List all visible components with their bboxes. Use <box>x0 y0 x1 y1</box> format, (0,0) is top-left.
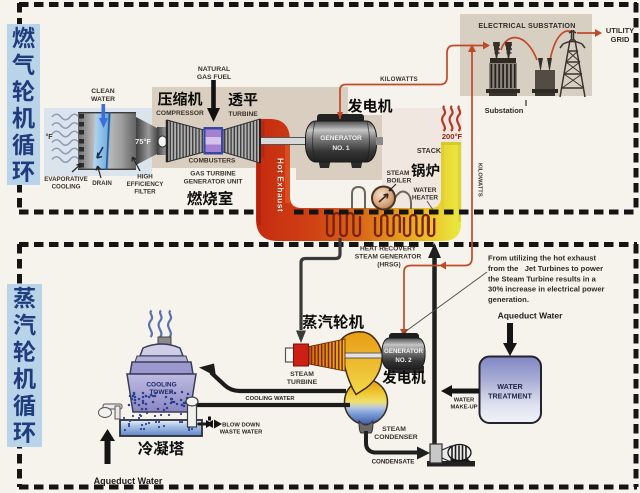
svg-text:WATER: WATER <box>497 382 523 391</box>
svg-text:TOWER: TOWER <box>149 389 173 396</box>
svg-text:KILOWATTS: KILOWATTS <box>380 76 418 83</box>
svg-text:NATURAL: NATURAL <box>198 66 230 73</box>
svg-text:WATER: WATER <box>91 96 115 103</box>
svg-text:COMPRESSOR: COMPRESSOR <box>156 110 204 117</box>
svg-text:Aqueduct Water: Aqueduct Water <box>94 476 163 486</box>
svg-text:WATER: WATER <box>414 187 437 194</box>
svg-text:BLOW DOWN: BLOW DOWN <box>222 423 260 429</box>
svg-text:WATER: WATER <box>454 398 475 404</box>
svg-text:TREATMENT: TREATMENT <box>488 392 532 401</box>
svg-text:the Steam Turbine results in a: the Steam Turbine results in a <box>488 274 597 283</box>
svg-text:Substation: Substation <box>485 106 524 115</box>
svg-text:GRID: GRID <box>611 35 630 44</box>
svg-text:GENERATOR: GENERATOR <box>320 135 362 142</box>
svg-text:GENERATOR: GENERATOR <box>384 348 423 355</box>
svg-text:EFFICIENCY: EFFICIENCY <box>127 181 165 188</box>
svg-text:°F: °F <box>45 133 53 141</box>
svg-text:CONDENSATE: CONDENSATE <box>372 459 415 466</box>
svg-text:NO. 1: NO. 1 <box>332 145 350 152</box>
svg-text:TURBINE: TURBINE <box>287 379 318 386</box>
svg-text:from the Jet Turbines to pow: from the Jet Turbines to power <box>488 264 603 273</box>
svg-text:30% increase in electrical pow: 30% increase in electrical power <box>488 285 605 294</box>
svg-text:STEAM: STEAM <box>382 426 406 433</box>
svg-text:BOILER: BOILER <box>387 178 412 185</box>
svg-text:STEAM GENERATOR: STEAM GENERATOR <box>355 254 422 261</box>
svg-text:CLEAN: CLEAN <box>91 88 115 95</box>
svg-text:HEAT RECOVERY: HEAT RECOVERY <box>360 246 417 253</box>
svg-text:UTILITY: UTILITY <box>606 26 634 35</box>
svg-text:TURBINE: TURBINE <box>228 111 258 118</box>
svg-text:GENERATOR UNIT: GENERATOR UNIT <box>184 179 243 186</box>
svg-text:generation.: generation. <box>488 295 529 304</box>
svg-text:COOLING: COOLING <box>52 184 81 191</box>
svg-text:Hot Exhaust: Hot Exhaust <box>276 158 285 212</box>
svg-text:HIGH: HIGH <box>137 174 153 181</box>
svg-text:HEATER: HEATER <box>412 195 439 202</box>
svg-text:STEAM: STEAM <box>387 170 410 177</box>
svg-text:ELECTRICAL SUBSTATION: ELECTRICAL SUBSTATION <box>478 21 575 30</box>
svg-text:GAS FUEL: GAS FUEL <box>197 74 231 81</box>
svg-text:75°F: 75°F <box>135 137 151 146</box>
svg-text:COMBUSTERS: COMBUSTERS <box>189 158 236 165</box>
svg-text:KILOWATTS: KILOWATTS <box>477 163 483 197</box>
svg-text:(HRSG): (HRSG) <box>377 262 400 269</box>
svg-text:Aqueduct Water: Aqueduct Water <box>498 311 564 321</box>
svg-text:MAKE-UP: MAKE-UP <box>450 405 477 411</box>
svg-text:DRAIN: DRAIN <box>92 180 112 187</box>
svg-text:COOLING WATER: COOLING WATER <box>245 396 295 402</box>
svg-text:EVAPORATIVE: EVAPORATIVE <box>44 176 87 183</box>
svg-text:200°F: 200°F <box>442 132 463 141</box>
svg-text:STEAM: STEAM <box>290 371 314 378</box>
svg-text:Hot Exhaust: Hot Exhaust <box>275 159 284 213</box>
svg-text:NO. 2: NO. 2 <box>395 357 412 364</box>
svg-text:CONDENSER: CONDENSER <box>374 434 418 441</box>
svg-text:From utilizing the hot exhaust: From utilizing the hot exhaust <box>488 254 596 263</box>
svg-text:GAS TURBINE: GAS TURBINE <box>190 171 236 178</box>
svg-text:WASTE WATER: WASTE WATER <box>220 430 264 436</box>
svg-text:COOLING: COOLING <box>146 382 176 389</box>
svg-text:FILTER: FILTER <box>134 189 156 196</box>
svg-text:STACK: STACK <box>417 146 442 155</box>
